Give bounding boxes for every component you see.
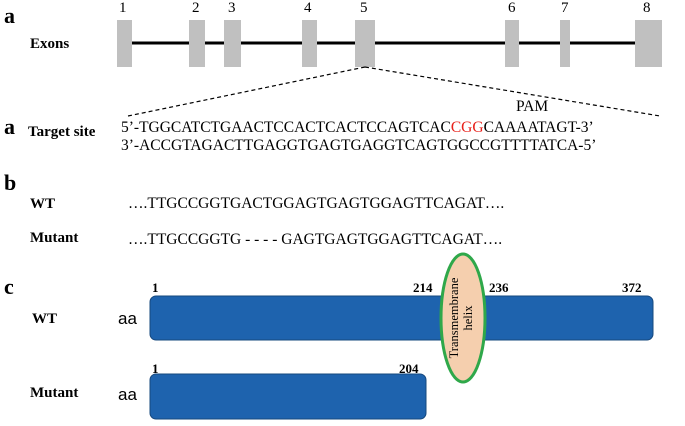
- exon-number-8: 8: [643, 0, 651, 16]
- exon-1-box: [117, 20, 132, 67]
- mutant-position-204: 204: [399, 361, 419, 376]
- target-sequence-3-to-5: 3’-ACCGTAGACTTGAGGTGAGTGAGGTCAGTGGCCGTTT…: [121, 137, 597, 154]
- exon-number-5: 5: [360, 0, 368, 16]
- target-seq-3prime-part: CAAAATAGT-3’: [483, 119, 594, 136]
- target-seq-5prime-part: 5’-TGGCATCTGAACTCCACTCACTCCAGTCAC: [121, 119, 451, 136]
- exon-number-4: 4: [304, 0, 312, 16]
- mutant-sequence-label: Mutant: [30, 230, 79, 246]
- mutant-protein-bar: [149, 373, 427, 420]
- wt-protein-bar: [149, 295, 654, 341]
- exon-3-box: [224, 20, 241, 67]
- wt-position-214: 214: [413, 280, 433, 295]
- exon-5-box: [355, 20, 375, 67]
- wt-position-236: 236: [489, 280, 509, 295]
- mutant-sequence: ….TTGCCGGTG - - - - GAGTGAGTGGAGTTCAGAT……: [128, 231, 503, 248]
- zoom-line-right: [364, 66, 661, 117]
- pam-sequence: CGG: [450, 119, 484, 136]
- exon-7-box: [560, 20, 570, 67]
- wt-sequence: ….TTGCCGGTGACTGGAGTGAGTGGAGTTCAGAT….: [128, 195, 505, 212]
- helix-label-line2: helix: [461, 305, 475, 331]
- wt-sequence-label: WT: [30, 196, 56, 212]
- target-site-label: Target site: [28, 124, 96, 140]
- mutant-protein-label: Mutant: [30, 385, 79, 401]
- panel-letter-a-target: a: [4, 114, 15, 139]
- wt-position-1: 1: [152, 280, 159, 295]
- panel-letter-a: a: [4, 3, 15, 28]
- wt-position-372: 372: [622, 280, 642, 295]
- exon-number-1: 1: [119, 0, 127, 16]
- exon-number-2: 2: [192, 0, 200, 16]
- exon-6-box: [505, 20, 519, 67]
- exon-2-box: [189, 20, 205, 67]
- exon-4-box: [302, 20, 317, 67]
- exon-number-6: 6: [508, 0, 516, 16]
- mutant-aa-label: aa: [118, 385, 137, 404]
- exon-8-box: [635, 20, 662, 67]
- exon-number-7: 7: [561, 0, 569, 16]
- helix-label-line1: Transmembrane: [447, 277, 461, 358]
- zoom-line-left: [127, 66, 366, 117]
- wt-protein-label: WT: [32, 311, 58, 327]
- wt-aa-label: aa: [118, 309, 137, 328]
- transmembrane-helix-ellipse: [439, 252, 487, 384]
- exons-label: Exons: [30, 36, 70, 52]
- mutant-position-1: 1: [152, 361, 159, 376]
- target-sequence-5-to-3: 5’-TGGCATCTGAACTCCACTCACTCCAGTCACCGGCAAA…: [121, 120, 594, 136]
- exon-number-3: 3: [228, 0, 236, 16]
- pam-label: PAM: [516, 98, 549, 115]
- panel-letter-b: b: [4, 170, 17, 195]
- panel-letter-c: c: [4, 274, 14, 299]
